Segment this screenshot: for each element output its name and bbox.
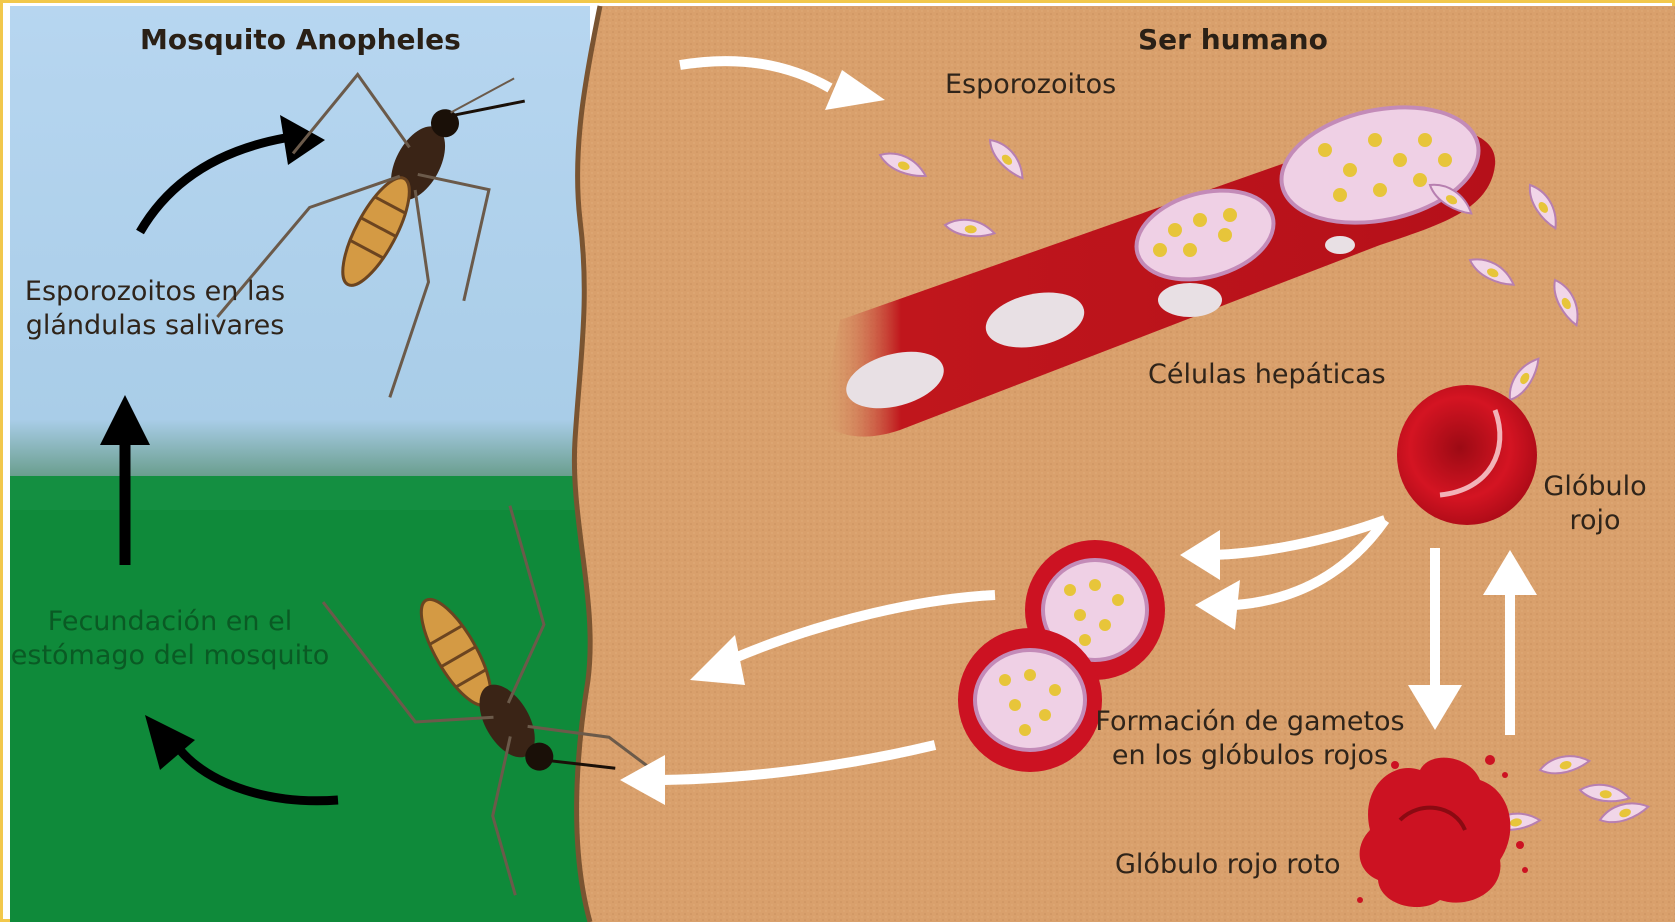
- sporozoites-label: Esporozoitos: [945, 68, 1116, 102]
- sky-area: [10, 6, 590, 476]
- gametes-formation-label: Formación de gametos en los glóbulos roj…: [1095, 705, 1405, 773]
- red-blood-cell-label: Glóbulo rojo: [1540, 470, 1650, 538]
- ruptured-cell-label: Glóbulo rojo roto: [1115, 848, 1341, 882]
- mosquito-title: Mosquito Anopheles: [140, 23, 461, 57]
- salivary-glands-label: Esporozoitos en las glándulas salivares: [20, 275, 290, 343]
- fertilization-label: Fecundación en el estómago del mosquito: [10, 605, 330, 673]
- liver-cells-label: Células hepáticas: [1148, 358, 1386, 392]
- human-title: Ser humano: [1138, 23, 1328, 57]
- red-blood-cell-icon: [1397, 385, 1537, 525]
